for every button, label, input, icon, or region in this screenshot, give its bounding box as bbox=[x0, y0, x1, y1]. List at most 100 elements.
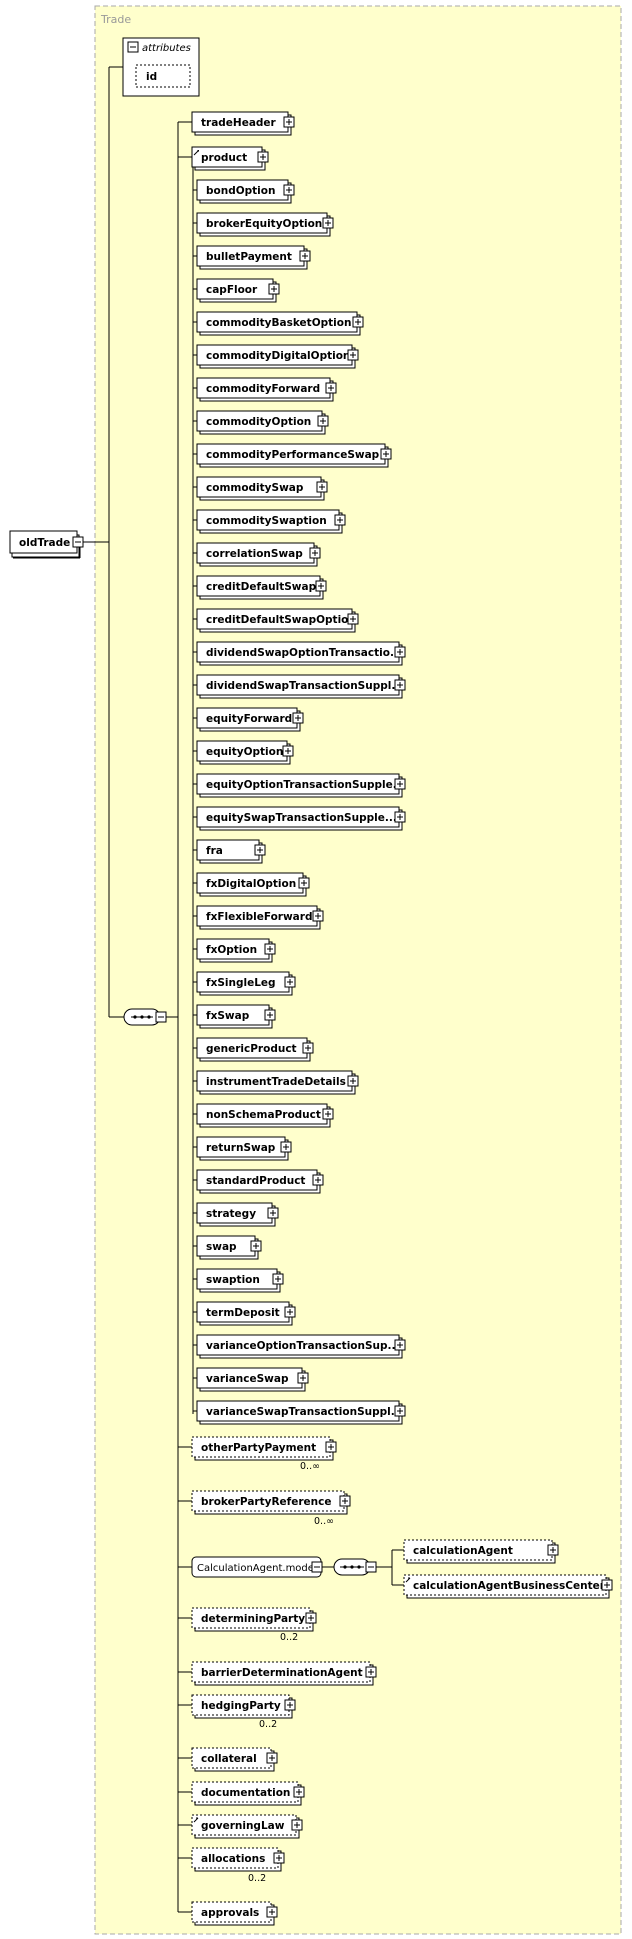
attribute-id[interactable]: id bbox=[146, 71, 157, 83]
product-substitute-genericproduct[interactable]: genericProduct bbox=[196, 1037, 314, 1062]
product-substitute-commodityoption[interactable]: commodityOption bbox=[196, 410, 329, 435]
element-tradeheader[interactable]: tradeHeader bbox=[191, 111, 295, 136]
product-substitute-varianceoptiontransactionsup[interactable]: varianceOptionTransactionSup... bbox=[196, 1334, 406, 1359]
element-product[interactable]: product bbox=[191, 146, 269, 171]
product-substitute-bondoption-expand-icon[interactable] bbox=[283, 184, 295, 196]
element-brokerpartyreference[interactable]: brokerPartyReference bbox=[191, 1490, 351, 1515]
product-substitute-commodityswap-expand-icon[interactable] bbox=[316, 481, 328, 493]
element-documentation[interactable]: documentation bbox=[191, 1781, 305, 1806]
product-substitute-fxswap-expand-icon[interactable] bbox=[264, 1009, 276, 1021]
element-hedgingparty-expand-icon[interactable] bbox=[284, 1699, 296, 1711]
calculationagent-choice-collapse-icon[interactable] bbox=[365, 1561, 377, 1573]
root-element-oldtrade[interactable]: oldTrade bbox=[19, 537, 70, 549]
product-substitute-commodityswap[interactable]: commoditySwap bbox=[196, 476, 328, 501]
product-substitute-commoditydigitaloption-expand-icon[interactable] bbox=[347, 349, 359, 361]
product-substitute-capfloor[interactable]: capFloor bbox=[196, 278, 280, 303]
calculationagent-model-collapse-icon[interactable] bbox=[311, 1561, 323, 1573]
element-approvals-expand-icon[interactable] bbox=[266, 1906, 278, 1918]
product-substitute-commoditybasketoption-expand-icon[interactable] bbox=[352, 316, 364, 328]
element-documentation-expand-icon[interactable] bbox=[293, 1786, 305, 1798]
product-substitute-dividendswaptransactionsuppl[interactable]: dividendSwapTransactionSuppl... bbox=[196, 674, 406, 699]
product-substitute-fxdigitaloption[interactable]: fxDigitalOption bbox=[196, 872, 310, 897]
element-barrierdeterminationagent[interactable]: barrierDeterminationAgent bbox=[191, 1661, 377, 1686]
product-substitute-fra[interactable]: fra bbox=[196, 839, 266, 864]
element-calculationagentbusinesscenter[interactable]: calculationAgentBusinessCenter bbox=[403, 1574, 613, 1599]
product-substitute-dividendswapoptiontransactio-expand-icon[interactable] bbox=[394, 646, 406, 658]
element-otherpartypayment[interactable]: otherPartyPayment bbox=[191, 1436, 337, 1461]
product-substitute-bulletpayment[interactable]: bulletPayment bbox=[196, 245, 311, 270]
product-substitute-instrumenttradedetails-expand-icon[interactable] bbox=[347, 1075, 359, 1087]
product-substitute-instrumenttradedetails[interactable]: instrumentTradeDetails bbox=[196, 1070, 359, 1095]
product-substitute-fxsingleleg[interactable]: fxSingleLeg bbox=[196, 971, 296, 996]
product-substitute-swaption[interactable]: swaption bbox=[196, 1268, 284, 1293]
product-substitute-standardproduct-expand-icon[interactable] bbox=[312, 1174, 324, 1186]
oldtrade-collapse-icon[interactable] bbox=[72, 536, 84, 548]
element-otherpartypayment-expand-icon[interactable] bbox=[325, 1441, 337, 1453]
product-substitute-commodityswaption-expand-icon[interactable] bbox=[334, 514, 346, 526]
product-substitute-fxoption[interactable]: fxOption bbox=[196, 938, 276, 963]
product-substitute-commodityoption-expand-icon[interactable] bbox=[317, 415, 329, 427]
element-allocations-expand-icon[interactable] bbox=[273, 1852, 285, 1864]
product-substitute-termdeposit-expand-icon[interactable] bbox=[284, 1306, 296, 1318]
attributes-collapse-icon[interactable] bbox=[127, 41, 139, 53]
product-substitute-dividendswaptransactionsuppl-expand-icon[interactable] bbox=[394, 679, 406, 691]
element-tradeheader-expand-icon[interactable] bbox=[283, 116, 295, 128]
element-collateral-expand-icon[interactable] bbox=[266, 1752, 278, 1764]
product-substitute-correlationswap-expand-icon[interactable] bbox=[309, 547, 321, 559]
product-substitute-nonschemaproduct-expand-icon[interactable] bbox=[322, 1108, 334, 1120]
product-substitute-bulletpayment-expand-icon[interactable] bbox=[299, 250, 311, 262]
product-substitute-standardproduct[interactable]: standardProduct bbox=[196, 1169, 324, 1194]
product-substitute-fxsingleleg-expand-icon[interactable] bbox=[284, 976, 296, 988]
product-substitute-commodityforward-expand-icon[interactable] bbox=[325, 382, 337, 394]
product-substitute-returnswap-expand-icon[interactable] bbox=[280, 1141, 292, 1153]
product-substitute-capfloor-expand-icon[interactable] bbox=[268, 283, 280, 295]
product-substitute-fra-expand-icon[interactable] bbox=[254, 844, 266, 856]
product-substitute-strategy-expand-icon[interactable] bbox=[267, 1207, 279, 1219]
product-substitute-creditdefaultswapoption[interactable]: creditDefaultSwapOption bbox=[196, 608, 359, 633]
product-substitute-commoditybasketoption[interactable]: commodityBasketOption bbox=[196, 311, 364, 336]
product-substitute-swap-expand-icon[interactable] bbox=[250, 1240, 262, 1252]
element-determiningparty-expand-icon[interactable] bbox=[305, 1612, 317, 1624]
element-barrierdeterminationagent-expand-icon[interactable] bbox=[365, 1666, 377, 1678]
product-substitute-creditdefaultswap[interactable]: creditDefaultSwap bbox=[196, 575, 327, 600]
product-substitute-equityforward-expand-icon[interactable] bbox=[292, 712, 304, 724]
product-substitute-commodityperformanceswap-expand-icon[interactable] bbox=[380, 448, 392, 460]
element-hedgingparty[interactable]: hedgingParty bbox=[191, 1694, 296, 1719]
product-substitute-dividendswapoptiontransactio[interactable]: dividendSwapOptionTransactio... bbox=[196, 641, 406, 666]
element-allocations[interactable]: allocations bbox=[191, 1847, 285, 1872]
product-substitute-commodityforward[interactable]: commodityForward bbox=[196, 377, 337, 402]
product-substitute-fxoption-expand-icon[interactable] bbox=[264, 943, 276, 955]
product-substitute-correlationswap[interactable]: correlationSwap bbox=[196, 542, 321, 567]
element-approvals[interactable]: approvals bbox=[191, 1901, 278, 1926]
element-product-expand-icon[interactable] bbox=[257, 151, 269, 163]
element-brokerpartyreference-expand-icon[interactable] bbox=[339, 1495, 351, 1507]
element-determiningparty[interactable]: determiningParty bbox=[191, 1607, 317, 1632]
element-calculationagent[interactable]: calculationAgent bbox=[403, 1539, 559, 1564]
product-substitute-equityoption[interactable]: equityOption bbox=[196, 740, 294, 765]
product-substitute-nonschemaproduct[interactable]: nonSchemaProduct bbox=[196, 1103, 334, 1128]
product-substitute-equityforward[interactable]: equityForward bbox=[196, 707, 304, 732]
product-substitute-commoditydigitaloption[interactable]: commodityDigitalOption bbox=[196, 344, 359, 369]
product-substitute-equityoptiontransactionsupple-expand-icon[interactable] bbox=[394, 778, 406, 790]
group-calculationagent-model[interactable]: CalculationAgent.model bbox=[191, 1556, 323, 1578]
product-substitute-varianceswaptransactionsuppl-expand-icon[interactable] bbox=[394, 1405, 406, 1417]
product-substitute-fxflexibleforward[interactable]: fxFlexibleForward bbox=[196, 905, 324, 930]
product-substitute-fxflexibleforward-expand-icon[interactable] bbox=[312, 910, 324, 922]
product-substitute-genericproduct-expand-icon[interactable] bbox=[302, 1042, 314, 1054]
product-substitute-bondoption[interactable]: bondOption bbox=[196, 179, 295, 204]
product-substitute-fxswap[interactable]: fxSwap bbox=[196, 1004, 276, 1029]
element-governinglaw-expand-icon[interactable] bbox=[291, 1819, 303, 1831]
product-substitute-swaption-expand-icon[interactable] bbox=[272, 1273, 284, 1285]
element-collateral[interactable]: collateral bbox=[191, 1747, 278, 1772]
product-substitute-brokerequityoption-expand-icon[interactable] bbox=[322, 217, 334, 229]
product-substitute-equityswaptransactionsupple[interactable]: equitySwapTransactionSupple... bbox=[196, 806, 406, 831]
product-substitute-creditdefaultswap-expand-icon[interactable] bbox=[315, 580, 327, 592]
product-substitute-varianceoptiontransactionsup-expand-icon[interactable] bbox=[394, 1339, 406, 1351]
product-substitute-commodityswaption[interactable]: commoditySwaption bbox=[196, 509, 346, 534]
product-substitute-fxdigitaloption-expand-icon[interactable] bbox=[298, 877, 310, 889]
element-calculationagent-expand-icon[interactable] bbox=[547, 1544, 559, 1556]
product-substitute-varianceswaptransactionsuppl[interactable]: varianceSwapTransactionSuppl... bbox=[196, 1400, 406, 1425]
product-substitute-varianceswap-expand-icon[interactable] bbox=[297, 1372, 309, 1384]
element-governinglaw[interactable]: governingLaw bbox=[191, 1814, 303, 1839]
product-substitute-varianceswap[interactable]: varianceSwap bbox=[196, 1367, 309, 1392]
